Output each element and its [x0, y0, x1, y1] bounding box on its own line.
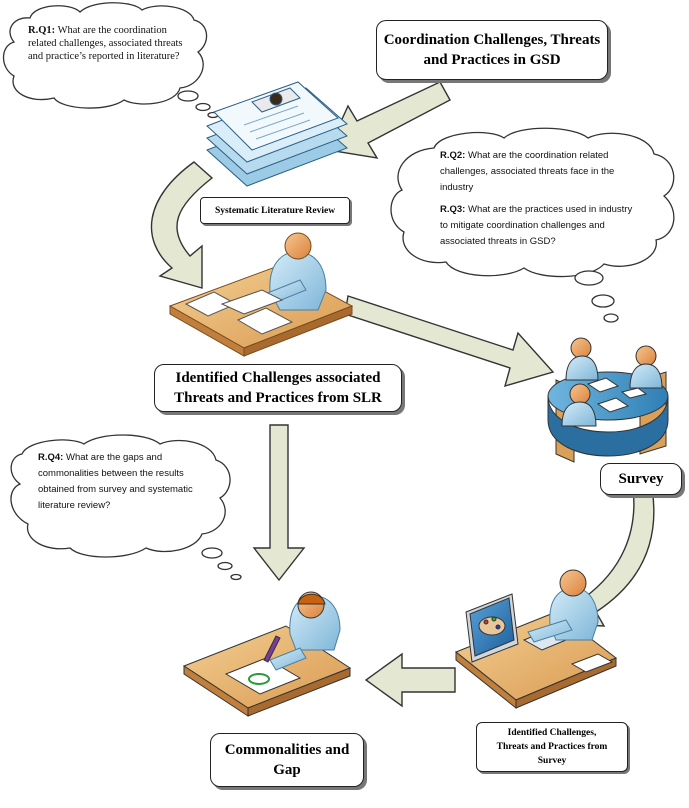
main-title-box: Coordination Challenges, Threats and Pra…: [376, 20, 608, 80]
identified-slr-line-2: Threats and Practices from SLR: [174, 390, 382, 406]
arrow-title-to-documents: [326, 81, 451, 159]
rq2-question: What are the coordination related challe…: [440, 150, 615, 193]
rq4-label: R.Q4:: [38, 452, 64, 463]
person-at-desk-icon: [168, 232, 354, 357]
rq1-text: R.Q1: What are the coordination related …: [28, 24, 198, 63]
commonalities-line-2: Gap: [273, 762, 301, 778]
main-title-line-1: Coordination Challenges, Threats: [383, 32, 601, 48]
rq3-label: R.Q3:: [440, 204, 466, 215]
arrow-documents-to-desk: [150, 161, 214, 289]
rq1-question: What are the coordination related challe…: [28, 25, 183, 62]
arrow-desk-to-survey: [344, 295, 555, 388]
rq23-thought-bubble: [390, 127, 675, 323]
arrow-computer-to-commonalities: [364, 652, 456, 708]
rq3-question: What are the practices used in industry …: [440, 204, 633, 247]
main-title-line-2: and Practices in GSD: [423, 52, 561, 68]
identified-survey-line-1: Identified Challenges,: [507, 728, 597, 738]
person-at-computer-icon: [455, 569, 617, 710]
survey-label: Survey: [618, 470, 664, 487]
person-writing-icon: [182, 591, 352, 717]
slr-box: Systematic Literature Review: [200, 197, 350, 224]
document-stack-icon: [206, 81, 348, 187]
rq4-text: R.Q4: What are the gaps and commonalitie…: [38, 450, 214, 514]
rq4-question: What are the gaps and commonalities betw…: [38, 452, 193, 511]
rq2-label: R.Q2:: [440, 150, 466, 161]
slr-label: Systematic Literature Review: [214, 205, 336, 216]
identified-survey-line-2: Threats and Practices from: [496, 742, 608, 752]
identified-survey-box: Identified Challenges, Threats and Pract…: [476, 722, 628, 772]
commonalities-line-1: Commonalities and: [224, 742, 350, 758]
identified-survey-line-3: Survey: [537, 756, 567, 766]
identified-slr-line-1: Identified Challenges associated: [175, 370, 381, 386]
rq2-paragraph: R.Q2: What are the coordination related …: [440, 148, 640, 196]
rq1-thought-bubble: [2, 2, 219, 119]
rq1-label: R.Q1:: [28, 25, 56, 36]
arrow-slr-to-commonalities: [252, 424, 306, 582]
rq4-thought-bubble: [10, 434, 242, 581]
meeting-table-icon: [547, 337, 669, 463]
rq3-paragraph: R.Q3: What are the practices used in ind…: [440, 202, 640, 250]
rq23-text: R.Q2: What are the coordination related …: [440, 148, 640, 250]
identified-slr-box: Identified Challenges associated Threats…: [154, 364, 402, 412]
commonalities-box: Commonalities and Gap: [210, 733, 364, 787]
survey-box: Survey: [600, 463, 682, 495]
